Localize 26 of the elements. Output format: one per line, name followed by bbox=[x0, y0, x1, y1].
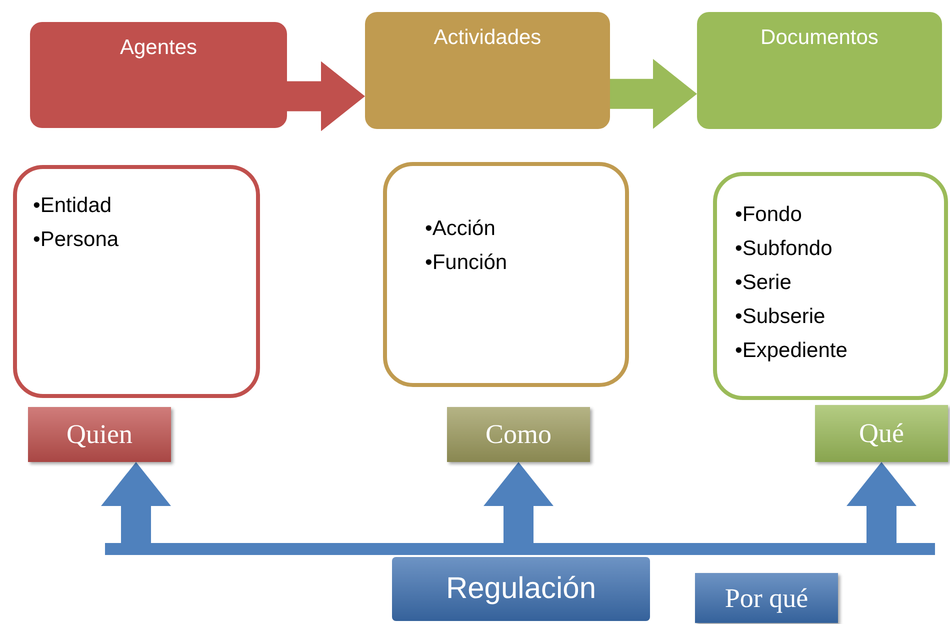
block-arrow bbox=[846, 462, 916, 543]
block-arrow bbox=[610, 58, 697, 129]
label-box: Quien bbox=[28, 407, 171, 462]
block-arrow bbox=[484, 462, 554, 543]
list-box bbox=[713, 172, 948, 400]
list-item: •Acción bbox=[425, 216, 496, 242]
label-box: Qué bbox=[815, 405, 948, 462]
header-box: Agentes bbox=[30, 22, 287, 128]
list-item: •Subfondo bbox=[735, 236, 834, 262]
list-box bbox=[383, 162, 629, 387]
list-item: •Expediente bbox=[735, 338, 848, 364]
list-item: •Fondo bbox=[735, 202, 803, 228]
list-box bbox=[13, 165, 260, 398]
label-box: Como bbox=[447, 407, 590, 462]
list-item: •Subserie bbox=[735, 304, 826, 330]
list-item: •Función bbox=[425, 250, 508, 276]
header-box: Documentos bbox=[697, 12, 942, 129]
list-item: •Persona bbox=[33, 227, 120, 253]
list-item: •Entidad bbox=[33, 193, 113, 219]
regulation-box: Regulación bbox=[392, 557, 650, 621]
block-arrow bbox=[287, 61, 365, 132]
label-box: Por qué bbox=[695, 573, 838, 623]
header-box: Actividades bbox=[365, 12, 610, 129]
bar bbox=[105, 543, 935, 555]
list-item: •Serie bbox=[735, 270, 792, 296]
block-arrow bbox=[101, 462, 171, 543]
